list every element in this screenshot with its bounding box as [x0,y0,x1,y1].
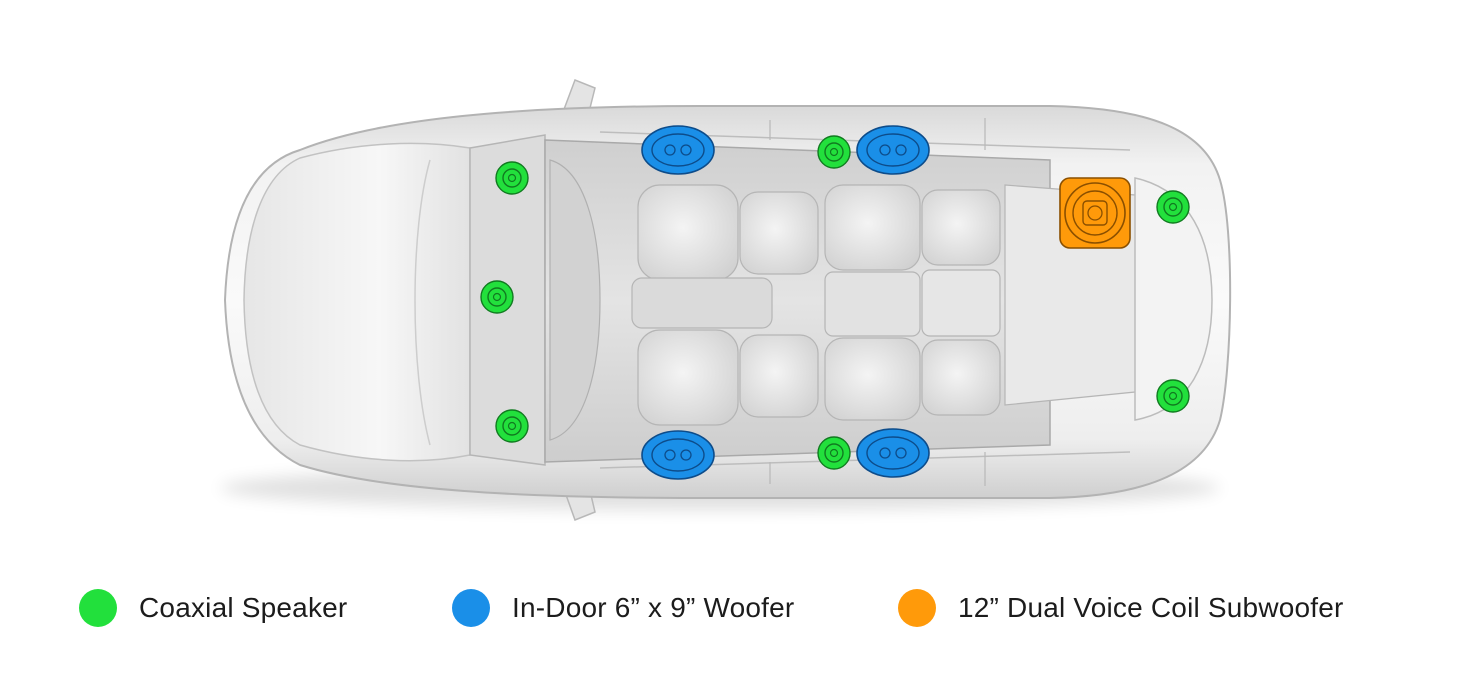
woofer-rear-right-door [856,428,930,478]
dashboard [549,159,601,441]
rear-seat-center [824,271,921,337]
coaxial-speaker-rear-left [1156,190,1190,224]
driver-seatback [739,191,819,275]
woofer-front-right-door [641,430,715,480]
coaxial-speaker-front-center [480,280,514,314]
driver-seat [637,184,739,281]
rear-seat-right [824,337,921,421]
woofer-front-left-door [641,125,715,175]
coaxial-speaker-front-right [495,409,529,443]
legend-item-coaxial: Coaxial Speaker [79,580,347,636]
passenger-seat [637,329,739,426]
woofer-swatch-icon [452,589,490,627]
third-row-center [921,269,1001,337]
legend-label: Coaxial Speaker [139,592,348,623]
legend-label: In-Door 6” x 9” Woofer [512,592,795,623]
coaxial-speaker-rear-right [1156,379,1190,413]
rear-seat-left [824,184,921,271]
subwoofer-swatch-icon [898,589,936,627]
car-top-view [220,79,1232,521]
coaxial-speaker-rear-door-right [817,436,851,470]
legend-item-woofer: In-Door 6” x 9” Woofer [452,580,794,636]
subwoofer-cargo [1059,177,1131,249]
coaxial-speaker-front-left [495,161,529,195]
car-hood [243,142,471,462]
third-row-left [921,189,1001,266]
coaxial-speaker-rear-door-left [817,135,851,169]
legend-label: 12” Dual Voice Coil Subwoofer [958,592,1344,623]
legend-item-subwoofer: 12” Dual Voice Coil Subwoofer [898,580,1344,636]
passenger-seatback [739,334,819,418]
third-row-right [921,339,1001,416]
center-console [631,277,773,329]
legend: Coaxial Speaker In-Door 6” x 9” Woofer 1… [0,580,1461,640]
woofer-rear-left-door [856,125,930,175]
coaxial-swatch-icon [79,589,117,627]
